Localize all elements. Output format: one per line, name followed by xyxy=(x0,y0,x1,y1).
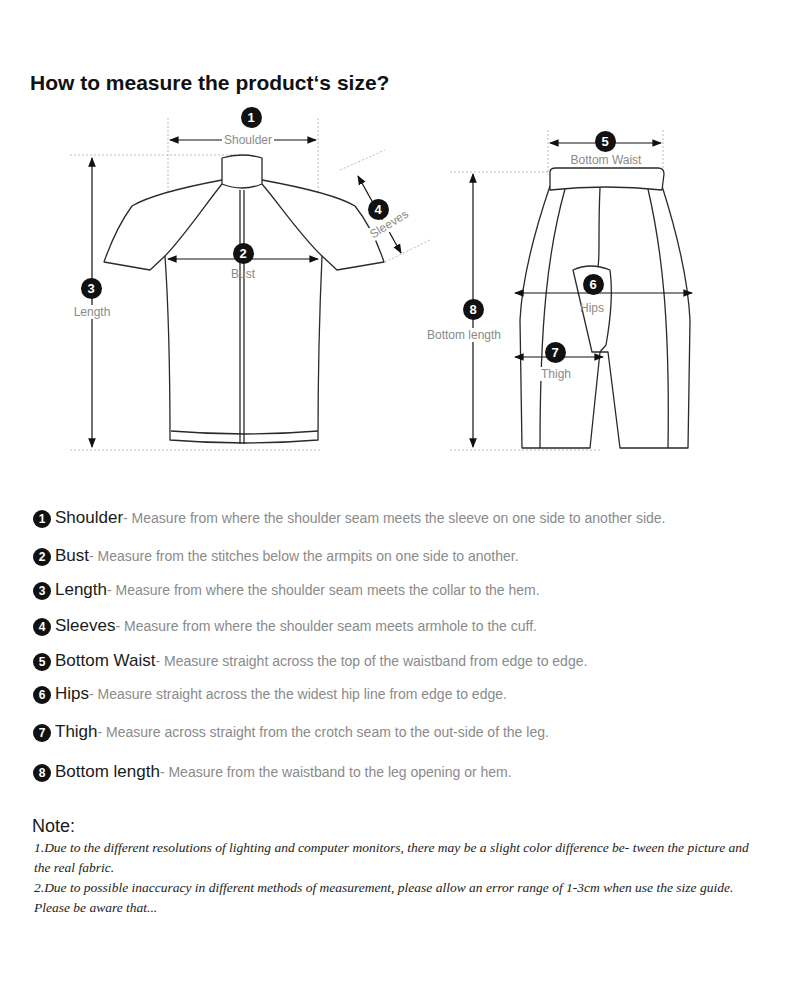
instruction-heading: Shoulder xyxy=(55,508,123,527)
instruction-text: - Measure from where the shoulder seam m… xyxy=(115,618,537,634)
instruction-text: - Measure straight across the the widest… xyxy=(89,686,507,702)
measure-instruction: Bottom Waist- Measure straight across th… xyxy=(55,651,587,671)
callout-number: 7 xyxy=(545,342,566,363)
callout-digit: 2 xyxy=(39,550,46,564)
callout-digit: 3 xyxy=(87,281,94,296)
measure-instruction: Thigh- Measure across straight from the … xyxy=(55,722,549,742)
note-text: Please be aware that... xyxy=(34,898,762,918)
jersey-drawing xyxy=(104,155,384,444)
measure-instruction: Shoulder- Measure from where the shoulde… xyxy=(55,508,665,528)
callout-digit: 4 xyxy=(39,620,46,634)
instruction-heading: Bottom Waist xyxy=(55,651,155,670)
callout-number: 3 xyxy=(81,278,102,299)
notes-block: 1.Due to the different resolutions of li… xyxy=(34,838,762,918)
measure-instruction: Length- Measure from where the shoulder … xyxy=(55,580,540,600)
callout-digit: 7 xyxy=(39,726,46,740)
callout-number: 6 xyxy=(583,274,604,295)
callout-number: 1 xyxy=(33,510,51,528)
callout-number: 4 xyxy=(368,199,389,220)
callout-digit: 4 xyxy=(374,202,381,217)
callout-digit: 5 xyxy=(601,134,608,149)
measure-instruction: Sleeves- Measure from where the shoulder… xyxy=(55,616,537,636)
instruction-heading: Sleeves xyxy=(55,616,115,635)
measure-arrows xyxy=(92,140,692,447)
callout-number: 4 xyxy=(33,618,51,636)
callout-digit: 6 xyxy=(589,277,596,292)
callout-digit: 3 xyxy=(39,584,46,598)
instruction-text: - Measure from the stitches below the ar… xyxy=(89,548,519,564)
dimension-label: Length xyxy=(72,305,113,319)
callout-number: 8 xyxy=(33,764,51,782)
instruction-text: - Measure from where the shoulder seam m… xyxy=(107,582,540,598)
note-text: 1.Due to the different resolutions of li… xyxy=(34,838,762,878)
callout-digit: 1 xyxy=(247,110,254,125)
callout-number: 6 xyxy=(33,686,51,704)
dimension-label: Shoulder xyxy=(222,133,274,147)
measure-instruction: Hips- Measure straight across the the wi… xyxy=(55,684,507,704)
shorts-drawing xyxy=(520,168,690,448)
instruction-heading: Bottom length xyxy=(55,762,160,781)
callout-number: 3 xyxy=(33,582,51,600)
callout-number: 2 xyxy=(233,243,254,264)
callout-digit: 6 xyxy=(39,688,46,702)
instruction-heading: Thigh xyxy=(55,722,98,741)
note-text: 2.Due to possible inaccuracy in differen… xyxy=(34,878,762,898)
callout-number: 5 xyxy=(33,653,51,671)
callout-number: 1 xyxy=(241,107,262,128)
measure-instruction: Bust- Measure from the stitches below th… xyxy=(55,546,519,566)
instruction-text: - Measure from the waistband to the leg … xyxy=(160,764,512,780)
callout-digit: 2 xyxy=(239,246,246,261)
callout-number: 7 xyxy=(33,724,51,742)
measure-instruction: Bottom length- Measure from the waistban… xyxy=(55,762,512,782)
callout-digit: 8 xyxy=(39,766,46,780)
callout-number: 8 xyxy=(463,299,484,320)
instruction-heading: Bust xyxy=(55,546,89,565)
callout-digit: 8 xyxy=(469,302,476,317)
dimension-label: Hips xyxy=(578,301,606,315)
note-heading: Note: xyxy=(32,816,75,837)
instruction-text: - Measure across straight from the crotc… xyxy=(98,724,549,740)
callout-number: 2 xyxy=(33,548,51,566)
instruction-text: - Measure from where the shoulder seam m… xyxy=(123,510,665,526)
instruction-text: - Measure straight across the top of the… xyxy=(155,653,587,669)
callout-digit: 5 xyxy=(39,655,46,669)
instruction-heading: Length xyxy=(55,580,107,599)
dimension-label: Bottom Waist xyxy=(569,153,644,167)
dimension-label: Bottom length xyxy=(425,328,503,342)
callout-number: 5 xyxy=(595,131,616,152)
dimension-label: Thigh xyxy=(539,367,573,381)
dimension-label: Bust xyxy=(229,267,257,281)
callout-digit: 1 xyxy=(39,512,46,526)
callout-digit: 7 xyxy=(551,345,558,360)
page-title: How to measure the product‘s size? xyxy=(30,71,389,95)
instruction-heading: Hips xyxy=(55,684,89,703)
